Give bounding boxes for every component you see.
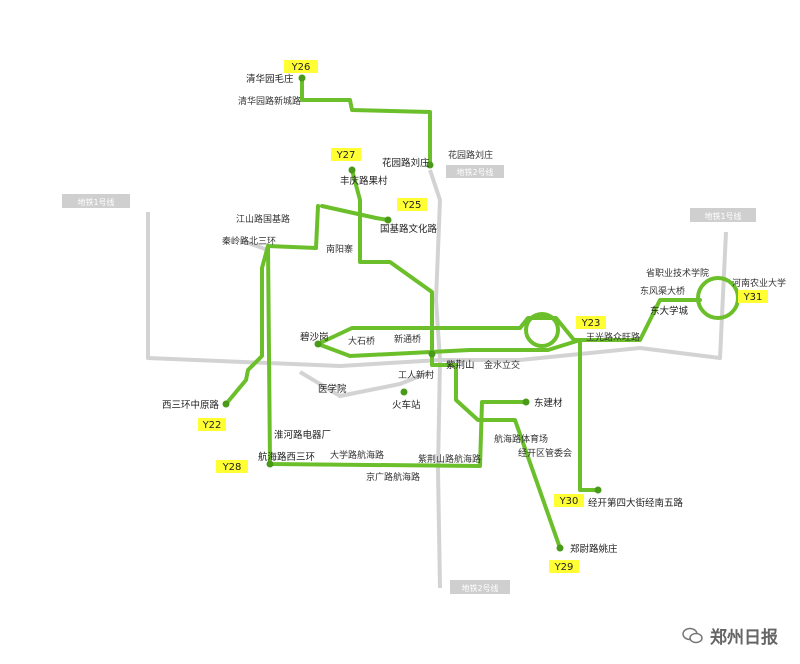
label-nanyangzhai: 南阳寨 [326, 243, 353, 255]
badge-y23 [576, 316, 606, 329]
label-xisanhuan-zhongyuanlu: 西三环中原路 [162, 399, 220, 411]
badge-y31-label: Y31 [743, 292, 763, 303]
route-badges: Y26 Y27 Y25 Y22 Y23 Y31 Y28 Y30 Y29 [198, 60, 768, 573]
label-dongfengqu-daqiao: 东风渠大桥 [640, 285, 685, 297]
metro-line1-west-box [62, 194, 130, 208]
label-huaiheluduanchang: 淮河路电器厂 [274, 429, 331, 441]
stop-dongjiancai [522, 398, 530, 406]
label-huochezhan: 火车站 [392, 399, 421, 411]
badge-y29 [549, 560, 579, 573]
label-zijingshanlu-hanghailu: 紫荆山路航海路 [418, 453, 481, 465]
route-y23-line [316, 298, 702, 346]
watermark: 郑州日报 [682, 623, 778, 648]
label-dongjiancai: 东建材 [534, 397, 563, 409]
badge-y28-label: Y28 [222, 462, 242, 473]
watermark-text: 郑州日报 [710, 628, 778, 648]
badge-y30-label: Y30 [559, 496, 579, 507]
label-xintongqiao: 新通桥 [394, 333, 421, 345]
metro-line2-north: 地铁2号线 [456, 167, 493, 177]
label-guojilu-wenhualu: 国基路文化路 [380, 223, 438, 235]
label-hanghailu-tiyuchang: 航海路体育场 [494, 433, 548, 445]
badge-y22-label: Y22 [202, 420, 222, 431]
metro-line2-south-box [450, 580, 510, 594]
label-gongrenxincun: 工人新村 [398, 369, 434, 381]
badge-y28 [216, 460, 248, 473]
stop-hanghailu [266, 460, 274, 468]
metro-line1-east: 地铁1号线 [704, 211, 741, 221]
badge-y25 [397, 198, 427, 211]
metro-line2-south: 地铁2号线 [461, 583, 498, 593]
label-jiangshanlu-guojilu: 江山路国基路 [236, 213, 290, 225]
loop-y23 [524, 312, 560, 348]
stop-labels: 清华园毛庄 清华园路新城路 花园路刘庄 花园路刘庄 丰庆路果村 江山路国基路 秦… [162, 73, 786, 555]
badge-y23-label: Y23 [581, 318, 601, 329]
route-y26-line [300, 76, 432, 167]
route-y22-line [224, 204, 320, 406]
stops [222, 74, 602, 552]
stop-biishagang [314, 340, 322, 348]
stop-guojilu [384, 216, 392, 224]
label-henan-nongye-daxue: 河南农业大学 [732, 277, 786, 289]
label-huayuanlu-liuzhuang: 花园路刘庄 [382, 157, 430, 169]
label-qinghuayuan-maozhuang: 清华园毛庄 [246, 73, 294, 85]
wechat-icon [682, 627, 703, 643]
label-jingkai-disidajie: 经开第四大街经南五路 [588, 497, 684, 509]
stop-jingkai [594, 486, 602, 494]
badge-y31 [738, 290, 768, 303]
badge-y25-label: Y25 [402, 200, 422, 211]
label-dashiqiao: 大石桥 [348, 335, 375, 347]
stop-zijingshan [428, 350, 436, 358]
label-qinghuayuanlu-xinchenglu: 清华园路新城路 [238, 95, 301, 107]
label-wangguanglu-zhenglu: 王光路众旺路 [586, 331, 640, 343]
badge-y22 [198, 418, 226, 431]
badge-y26-label: Y26 [291, 62, 311, 73]
stop-huochezhan [400, 388, 408, 396]
metro-line2-north-box [446, 165, 504, 178]
label-jingkai-guanweihui: 经开区管委会 [518, 447, 572, 459]
label-zijingshan: 紫荆山 [446, 359, 475, 371]
label-dongdaxuecheng: 东大学城 [650, 305, 689, 317]
label-daxuelu-hanghailu: 大学路航海路 [330, 449, 384, 461]
road-ring [146, 212, 728, 368]
road-west [239, 238, 269, 252]
route-y30-line [578, 338, 600, 492]
label-huayuanlu-liuzhuang-2: 花园路刘庄 [448, 149, 493, 161]
stop-fengqing [348, 166, 356, 174]
metro-line1-west: 地铁1号线 [77, 197, 114, 207]
stop-huayuanlu [426, 161, 434, 169]
badge-y26 [284, 60, 318, 73]
route-y25-line [320, 204, 390, 222]
badge-y30 [554, 494, 584, 507]
stop-zhengweilu [556, 544, 564, 552]
label-biishagang: 碧沙岗 [300, 331, 329, 343]
metro-line1-east-box [690, 208, 756, 222]
road-south [298, 370, 431, 398]
label-hanghailu-xisanhuan: 航海路西三环 [258, 451, 315, 463]
label-yixueyuan: 医学院 [318, 383, 347, 395]
label-zhengweilu-yaozhuang: 郑尉路姚庄 [570, 543, 618, 555]
badge-y29-label: Y29 [554, 562, 574, 573]
route-y28-line [266, 244, 528, 468]
label-jingguanglu-hanghailu: 京广路航海路 [366, 471, 420, 483]
metro-labels: 地铁1号线 地铁1号线 地铁2号线 地铁2号线 [62, 165, 756, 594]
route-y23-inner [316, 338, 582, 358]
label-youzhiye-jishu: 省职业技术学院 [646, 267, 709, 279]
label-fengqing-guocun: 丰庆路果村 [340, 175, 388, 187]
stop-qinghuayuan [298, 74, 306, 82]
label-jinshuilijiao: 金水立交 [484, 359, 520, 371]
badge-y27 [331, 148, 361, 161]
badge-y27-label: Y27 [336, 150, 356, 161]
stop-xisanhuan [222, 400, 230, 408]
label-qinling-beisanhuan: 秦岭路北三环 [222, 235, 276, 247]
route-y27-line [350, 168, 562, 550]
